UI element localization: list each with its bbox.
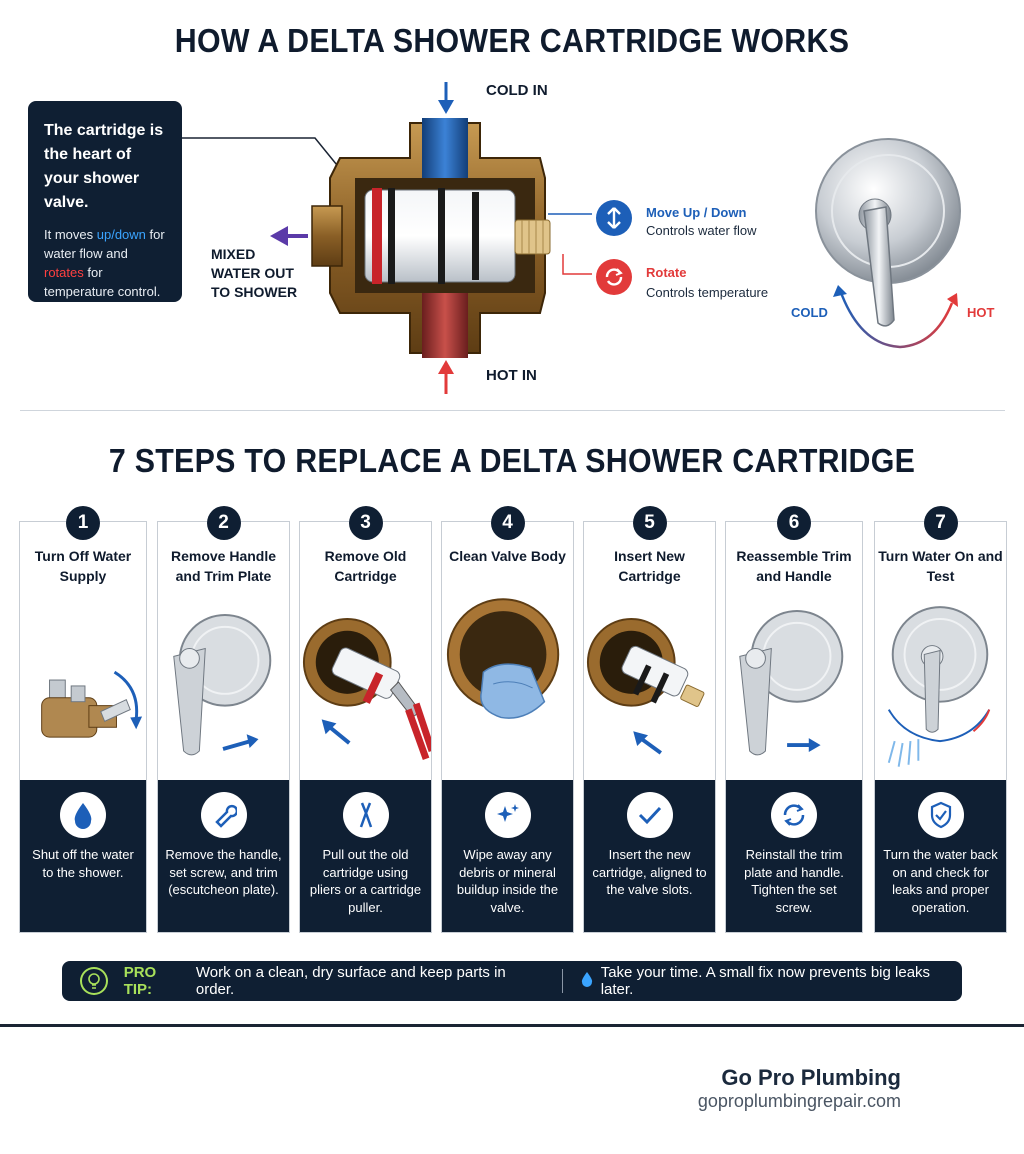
wrench-icon	[200, 792, 247, 838]
sparkle-icon	[484, 792, 531, 838]
dial-cold-label: COLD	[791, 305, 828, 320]
step-description: Remove the handle, set screw, and trim (…	[165, 847, 282, 897]
callout-heading: The cartridge is the heart of your showe…	[44, 122, 164, 211]
step-number-badge: 3	[348, 506, 383, 540]
step-number-badge: 1	[66, 506, 100, 540]
step-title: Reassemble Trim and Handle	[736, 548, 852, 584]
step-title: Remove Old Cartridge	[324, 548, 407, 584]
water-on-test-illustration	[887, 606, 991, 767]
step-description: Reinstall the trim plate and handle. Tig…	[744, 847, 844, 915]
callout-text: It moves up/down for water flow and rota…	[44, 227, 165, 299]
section-divider	[20, 410, 1005, 411]
mixed-water-out-label: MIXED WATER OUT TO SHOWER	[211, 246, 298, 300]
water-drop-icon	[60, 792, 106, 838]
pliers-icon	[342, 792, 389, 838]
step-card-3: 3 Remove Old Cartridge Pull out the old …	[299, 506, 432, 933]
step-title: Turn Water On and Test	[878, 548, 1003, 584]
water-drop-icon	[581, 971, 593, 991]
step-title: Remove Handle and Trim Plate	[170, 548, 277, 584]
legend-move-sub: Controls water flow	[646, 223, 757, 238]
legend-rotate-sub: Controls temperature	[646, 285, 769, 300]
brand-url: goproplumbingrepair.com	[697, 1091, 901, 1111]
lightbulb-icon	[80, 967, 108, 995]
valve-cross-section	[182, 82, 592, 394]
step-card-5: 5 Insert New Cartridge Insert the new ca…	[583, 506, 716, 933]
shield-check-icon	[917, 792, 964, 838]
shower-handle-dial	[815, 138, 961, 349]
brand-name: Go Pro Plumbing	[721, 1065, 901, 1090]
pro-tip-text-1: Work on a clean, dry surface and keep pa…	[195, 964, 506, 998]
step-card-7: 7 Turn Water On and Test Turn the water …	[874, 506, 1007, 933]
rotate-icon	[596, 259, 632, 295]
step-card-1: 1 Turn Off Water Supply Shut off the wat…	[19, 506, 147, 933]
step-description: Pull out the old cartridge using pliers …	[309, 847, 422, 915]
move-up-down-icon	[596, 200, 632, 236]
hot-in-label: HOT IN	[486, 367, 537, 384]
pro-tip-separator	[561, 969, 563, 993]
main-title: HOW A DELTA SHOWER CARTRIDGE WORKS	[174, 22, 850, 59]
step-number-badge: 2	[206, 506, 241, 540]
remove-cartridge-illustration	[302, 617, 431, 760]
footer-divider	[0, 1024, 1024, 1027]
pro-tip-bar: PRO TIP: Work on a clean, dry surface an…	[62, 961, 962, 1001]
pro-tip-text-2: Take your time. A small fix now prevents…	[600, 964, 931, 998]
step-number-badge: 6	[777, 506, 811, 540]
remove-handle-illustration	[173, 614, 272, 756]
step-number-badge: 5	[632, 506, 667, 540]
step-title: Clean Valve Body	[449, 548, 566, 564]
step-card-2: 2 Remove Handle and Trim Plate Remove th…	[157, 506, 290, 933]
step-title: Insert New Cartridge	[614, 548, 685, 584]
step-description: Insert the new cartridge, aligned to the…	[592, 847, 707, 897]
step-card-6: 6 Reassemble Trim and Handle Reinstall t…	[725, 506, 863, 933]
check-icon	[626, 792, 673, 838]
dial-hot-label: HOT	[967, 305, 995, 320]
step-number-badge: 4	[490, 506, 525, 540]
cold-in-label: COLD IN	[486, 82, 548, 99]
callout-box: The cartridge is the heart of your showe…	[28, 101, 182, 302]
legend-move-title: Move Up / Down	[646, 205, 747, 220]
reassemble-trim-illustration	[739, 610, 844, 756]
pro-tip-label: PRO TIP:	[123, 964, 157, 998]
shutoff-valve-illustration	[41, 670, 143, 738]
clean-valve-illustration	[446, 598, 560, 719]
step-title: Turn Off Water Supply	[34, 548, 132, 584]
legend-rotate-title: Rotate	[646, 265, 687, 280]
step-number-badge: 7	[923, 506, 958, 540]
step-description: Shut off the water to the shower.	[32, 847, 134, 880]
step-description: Turn the water back on and check for lea…	[883, 847, 998, 915]
step-card-4: 4 Clean Valve Body Wipe away any debris …	[441, 506, 574, 933]
refresh-icon	[771, 792, 817, 838]
step-description: Wipe away any debris or mineral buildup …	[456, 847, 559, 915]
steps-title: 7 STEPS TO REPLACE A DELTA SHOWER CARTRI…	[108, 442, 916, 479]
insert-cartridge-illustration	[586, 617, 705, 755]
